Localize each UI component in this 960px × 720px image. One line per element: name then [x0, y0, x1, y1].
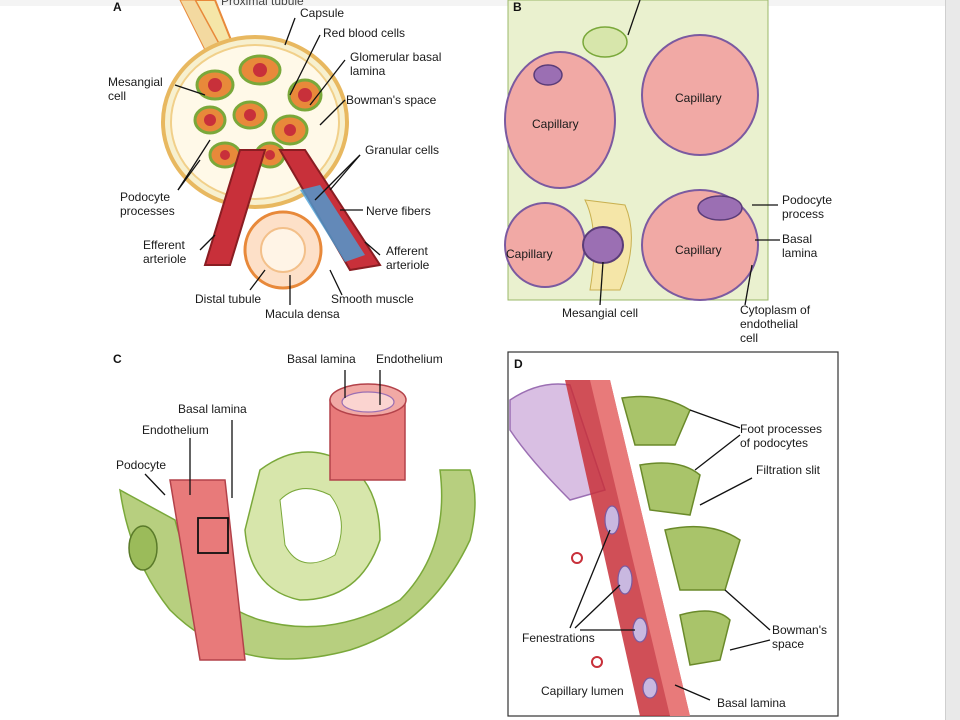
panel-c-letter: C	[113, 352, 122, 366]
basal-lamina-top-label: Basal lamina	[287, 352, 356, 366]
fenestrations-label: Fenestrations	[522, 631, 595, 645]
proximal-tubule-label: Proximal tubule	[221, 0, 304, 8]
podocyte-label-c: Podocyte	[116, 458, 167, 472]
nerve-fibers-label: Nerve fibers	[366, 204, 431, 218]
bowmans-space-label-d: Bowman's space	[772, 623, 827, 651]
panel-a-art	[161, 0, 382, 305]
endothelium-top-label: Endothelium	[376, 352, 443, 366]
mesangial-cell-label: Mesangial cell	[108, 75, 163, 103]
red-blood-cells-label: Red blood cells	[323, 26, 406, 40]
panel-a-letter: A	[113, 0, 122, 14]
efferent-arteriole-label: Efferent arteriole	[143, 238, 187, 266]
panel-d-letter: D	[514, 357, 523, 371]
panel-b-letter: B	[513, 0, 522, 14]
capillary-label-1: Capillary	[532, 117, 579, 131]
granular-cells-label: Granular cells	[365, 143, 440, 157]
basal-lamina-left-label: Basal lamina	[178, 402, 247, 416]
basal-lamina-label-b: Basal lamina	[782, 232, 818, 260]
macula-densa-label: Macula densa	[265, 307, 340, 321]
capillary-lumen-label: Capillary lumen	[541, 684, 624, 698]
foot-processes-label: Foot processes of podocytes	[740, 422, 823, 450]
podocyte-processes-label: Podocyte processes	[120, 190, 175, 218]
distal-tubule-label: Distal tubule	[195, 292, 262, 306]
cytoplasm-endothelial-label: Cytoplasm of endothelial cell	[740, 303, 811, 345]
top-border	[0, 0, 960, 6]
capillary-label-2: Capillary	[675, 91, 722, 105]
glomerular-basal-lamina-label: Glomerular basal lamina	[350, 50, 442, 78]
panel-d-art	[507, 351, 839, 717]
capillary-label-3: Capillary	[506, 247, 553, 261]
bowmans-space-label: Bowman's space	[346, 93, 437, 107]
basal-lamina-label-d: Basal lamina	[717, 696, 786, 710]
afferent-arteriole-label: Afferent arteriole	[386, 244, 430, 272]
endothelium-left-label: Endothelium	[142, 423, 209, 437]
filtration-slit-label: Filtration slit	[756, 463, 821, 477]
panel-b-art	[504, 0, 780, 306]
podocyte-process-label: Podocyte process	[782, 193, 833, 221]
right-scrollbar[interactable]	[945, 0, 960, 720]
panel-c-art	[119, 370, 476, 661]
capillary-label-4: Capillary	[675, 243, 722, 257]
smooth-muscle-label: Smooth muscle	[331, 292, 414, 306]
mesangial-cell-label-b: Mesangial cell	[562, 306, 639, 320]
capsule-label: Capsule	[300, 6, 345, 20]
